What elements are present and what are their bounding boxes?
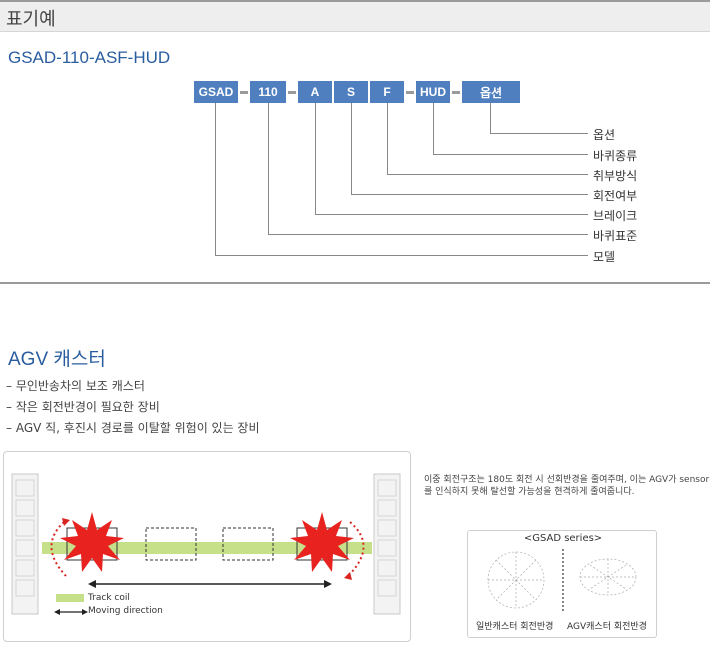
leader-line xyxy=(315,103,316,214)
track-diagram-svg xyxy=(11,473,401,615)
separator-dash xyxy=(288,91,296,94)
track-coil-band xyxy=(42,542,372,554)
agv-bullet: – 작은 회전반경이 필요한 장비 xyxy=(6,400,160,414)
section-header: 표기예 xyxy=(0,0,710,32)
segment-hud: HUD xyxy=(416,81,450,103)
leader-line xyxy=(268,234,588,235)
leader-line xyxy=(490,133,588,134)
series-title: <GSAD series> xyxy=(523,533,603,544)
legend-model: 모델 xyxy=(593,250,616,264)
segment-option: 옵션 xyxy=(462,81,520,103)
agv-bullet: – 무인반송차의 보조 캐스터 xyxy=(6,379,145,393)
legend-brake: 브레이크 xyxy=(593,209,638,223)
separator-dash xyxy=(452,91,460,94)
agv-caster-caption: AGV캐스터 회전반경 xyxy=(567,622,647,632)
leader-line xyxy=(490,103,491,133)
moving-direction-label: Moving direction xyxy=(88,606,163,616)
burst-right-icon xyxy=(290,512,354,572)
segment-f: F xyxy=(370,81,404,103)
burst-left-icon xyxy=(60,512,124,572)
separator-dash xyxy=(240,91,248,94)
track-coil-label: Track coil xyxy=(88,593,130,603)
leader-line xyxy=(387,103,388,174)
section-divider xyxy=(0,282,710,284)
leader-line xyxy=(215,103,216,255)
segment-a: A xyxy=(298,81,332,103)
leader-line xyxy=(433,103,434,154)
legend-wheel-type: 바퀴종류 xyxy=(593,149,638,163)
legend-mounting: 취부방식 xyxy=(593,169,638,183)
model-code-title: GSAD-110-ASF-HUD xyxy=(8,48,171,67)
legend-wheel-standard: 바퀴표준 xyxy=(593,229,638,243)
section-title: 표기예 xyxy=(6,9,56,30)
legend-rotation: 회전여부 xyxy=(593,189,638,203)
agv-track-diagram: Track coil Moving direction xyxy=(3,451,411,642)
rotation-note: 이중 회전구조는 180도 회전 시 선회반경을 줄여주며, 이는 AGV가 s… xyxy=(424,475,710,497)
leader-line xyxy=(351,194,588,195)
leader-line xyxy=(351,103,352,194)
leader-line xyxy=(268,103,269,234)
agv-bullet: – AGV 직, 후진시 경로를 이탈할 위험이 있는 장비 xyxy=(6,421,260,435)
separator-dash xyxy=(406,91,414,94)
segment-110: 110 xyxy=(250,81,286,103)
turning-radius-svg xyxy=(487,549,637,611)
gsad-series-panel: <GSAD series> 일반캐스터 회전반경 AGV캐스터 회전반경 xyxy=(467,530,657,638)
agv-title: AGV 캐스터 xyxy=(8,349,106,370)
normal-caster-caption: 일반캐스터 회전반경 xyxy=(476,622,554,632)
leader-line xyxy=(433,154,588,155)
leader-line xyxy=(387,174,588,175)
segment-s: S xyxy=(334,81,368,103)
leader-line xyxy=(215,255,588,256)
legend-option: 옵션 xyxy=(593,128,616,142)
segment-gsad: GSAD xyxy=(194,81,238,103)
leader-line xyxy=(315,214,588,215)
